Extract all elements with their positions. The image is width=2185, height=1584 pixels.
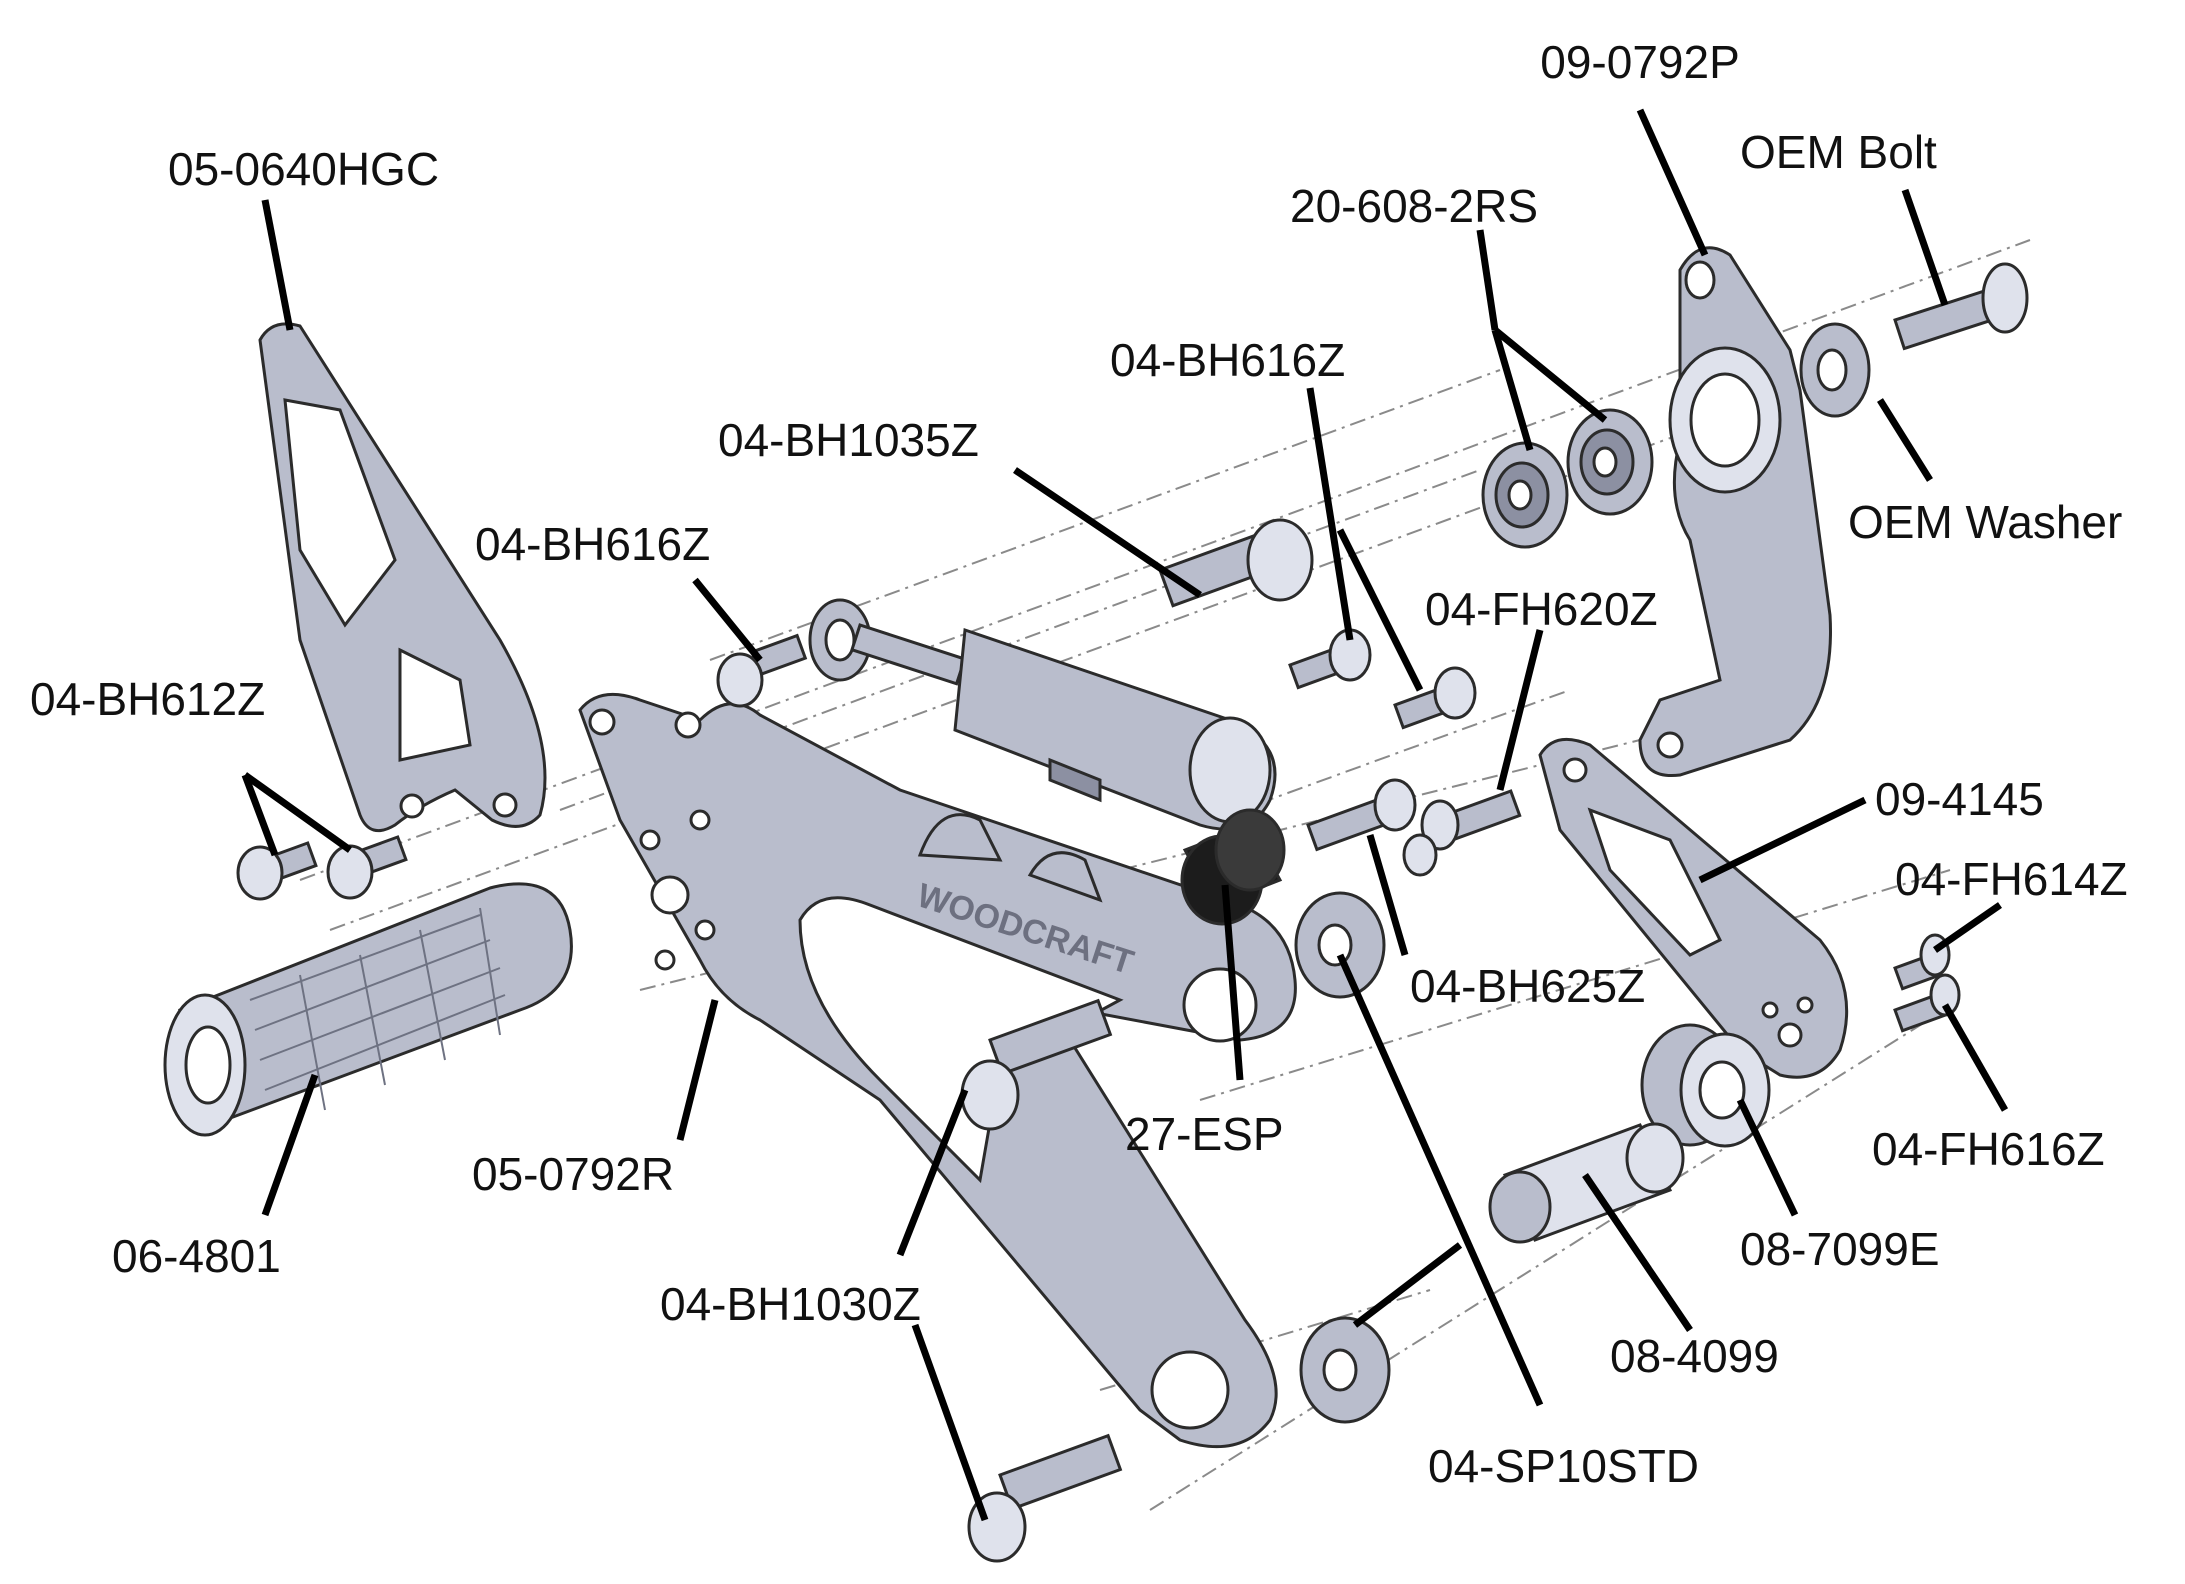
label-04-bh616z-left: 04-BH616Z bbox=[475, 518, 710, 570]
bolt-part-bh616z-left bbox=[716, 633, 808, 708]
label-27-esp: 27-ESP bbox=[1125, 1108, 1284, 1160]
label-08-4099: 08-4099 bbox=[1610, 1330, 1779, 1382]
foot-peg-part bbox=[163, 882, 573, 1137]
linkage-arm-part bbox=[1538, 737, 1849, 1079]
spacer-part-upper bbox=[1294, 891, 1386, 999]
label-09-4145: 09-4145 bbox=[1875, 773, 2044, 825]
label-09-0792p: 09-0792P bbox=[1540, 36, 1740, 88]
label-20-608-2rs: 20-608-2RS bbox=[1290, 180, 1538, 232]
label-04-fh620z: 04-FH620Z bbox=[1425, 583, 1658, 635]
bolt-part-bh1030z bbox=[960, 998, 1113, 1131]
bearing-part-1 bbox=[1481, 441, 1569, 549]
label-04-bh616z-top: 04-BH616Z bbox=[1110, 334, 1345, 386]
bolt-part-fh620z bbox=[1402, 789, 1522, 877]
bolt-part-bh616z-top bbox=[1288, 628, 1477, 730]
bolt-part-bh1030z-lower bbox=[967, 1433, 1123, 1563]
label-05-0640hgc: 05-0640HGC bbox=[168, 143, 439, 195]
label-08-7099e: 08-7099E bbox=[1740, 1223, 1940, 1275]
label-04-bh1030z: 04-BH1030Z bbox=[660, 1278, 921, 1330]
part-labels: 09-0792P OEM Bolt 05-0640HGC 20-608-2RS … bbox=[30, 36, 2128, 1492]
label-06-4801: 06-4801 bbox=[112, 1230, 281, 1282]
oem-washer-part bbox=[1799, 322, 1871, 418]
screw-part-bh612z bbox=[236, 835, 408, 901]
label-04-fh614z: 04-FH614Z bbox=[1895, 853, 2128, 905]
label-04-bh1035z: 04-BH1035Z bbox=[718, 414, 979, 466]
label-05-0792r: 05-0792R bbox=[472, 1148, 674, 1200]
label-04-bh625z: 04-BH625Z bbox=[1410, 960, 1645, 1012]
label-04-sp10std: 04-SP10STD bbox=[1428, 1440, 1699, 1492]
bolt-part-bh1035z bbox=[1158, 518, 1314, 608]
linkage-rod-part bbox=[808, 598, 1277, 831]
label-oem-washer: OEM Washer bbox=[1848, 496, 2122, 548]
label-oem-bolt: OEM Bolt bbox=[1740, 126, 1937, 178]
rubber-spacer-part bbox=[1180, 808, 1286, 926]
screw-part-fh616z bbox=[1893, 973, 1961, 1033]
bearing-part-2 bbox=[1566, 408, 1654, 516]
bolt-part-bh625z bbox=[1306, 778, 1417, 852]
shift-arm-part bbox=[1638, 246, 1832, 778]
heel-guard-part bbox=[258, 322, 547, 833]
main-plate-part: WOODCRAFT bbox=[578, 692, 1297, 1449]
leader-lines bbox=[241, 108, 2009, 1522]
oem-bolt-part bbox=[1893, 262, 2029, 351]
spacer-part-lower bbox=[1299, 1316, 1391, 1424]
label-04-fh616z: 04-FH616Z bbox=[1872, 1123, 2105, 1175]
label-04-bh612z: 04-BH612Z bbox=[30, 673, 265, 725]
